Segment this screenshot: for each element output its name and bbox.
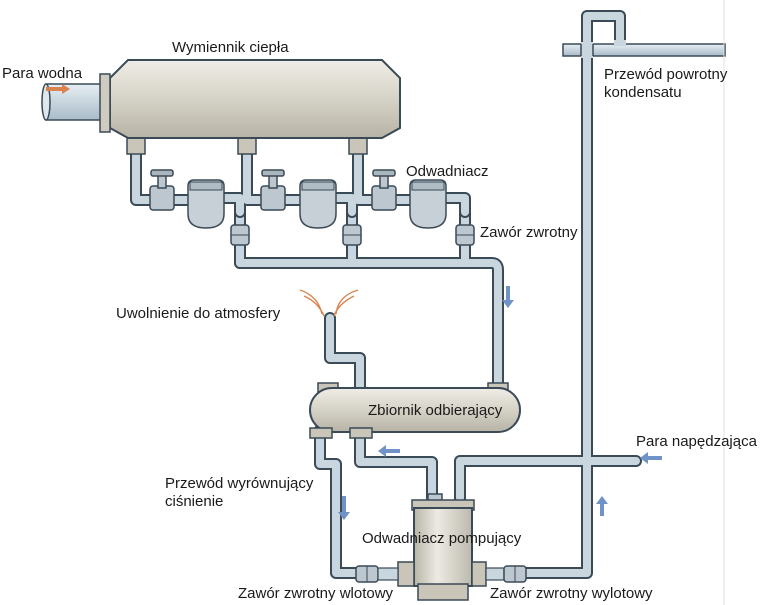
- label-heat-exchanger: Wymiennik ciepła: [172, 39, 289, 56]
- steam-trap-group-2: [260, 169, 362, 246]
- steam-trap-group-1: [149, 169, 250, 246]
- header-pipe: [234, 257, 504, 394]
- label-vent: Uwolnienie do atmosfery: [116, 305, 281, 322]
- check-valve-1-icon: [230, 224, 250, 246]
- inlet-check-valve-icon: [355, 565, 399, 583]
- pumping-trap: [397, 493, 487, 601]
- label-condensate-return: Przewód powrotny kondensatu: [604, 66, 728, 101]
- heat-exchanger: [99, 59, 401, 155]
- label-motive-steam: Para napędzająca: [636, 433, 757, 450]
- label-receiver: Zbiornik odbierający: [368, 402, 503, 419]
- label-pumping-trap: Odwadniacz pompujący: [362, 530, 522, 547]
- vent-pipe: [324, 312, 366, 394]
- flow-arrow-down-equalizing-icon: [338, 496, 350, 520]
- label-inlet-check-valve: Zawór zwrotny wlotowy: [238, 585, 394, 602]
- receiver-tank: [309, 382, 521, 439]
- check-valve-3-icon: [455, 224, 475, 246]
- label-steam-in: Para wodna: [2, 65, 83, 82]
- isolation-valve-1-icon: [149, 169, 175, 211]
- motive-steam-pipe: [454, 455, 642, 504]
- flow-arrow-down-header-icon: [502, 286, 514, 308]
- vent-steam-wisps-icon: [299, 289, 359, 317]
- condensate-return-header: [562, 40, 726, 58]
- outlet-check-valve-icon: [485, 565, 527, 583]
- motive-steam-arrow-icon: [640, 452, 662, 464]
- flow-arrow-up-discharge-icon: [596, 496, 608, 516]
- label-check-valve: Zawór zwrotny: [480, 224, 578, 241]
- isolation-valve-2-icon: [260, 169, 286, 211]
- label-equalizing-line: Przewód wyrównujący ciśnienie: [165, 475, 314, 510]
- label-outlet-check-valve: Zawór zwrotny wylotowy: [490, 585, 653, 602]
- steam-trap-2-icon: [299, 179, 337, 229]
- steam-trap-3-icon: [409, 179, 447, 229]
- label-steam-trap: Odwadniacz: [406, 163, 489, 180]
- check-valve-2-icon: [342, 224, 362, 246]
- steam-trap-group-3: [371, 169, 475, 246]
- steam-trap-1-icon: [187, 179, 225, 229]
- isolation-valve-3-icon: [371, 169, 397, 211]
- steam-inlet-arrow-icon: [46, 84, 70, 94]
- flow-arrow-left-receiver-icon: [378, 445, 400, 457]
